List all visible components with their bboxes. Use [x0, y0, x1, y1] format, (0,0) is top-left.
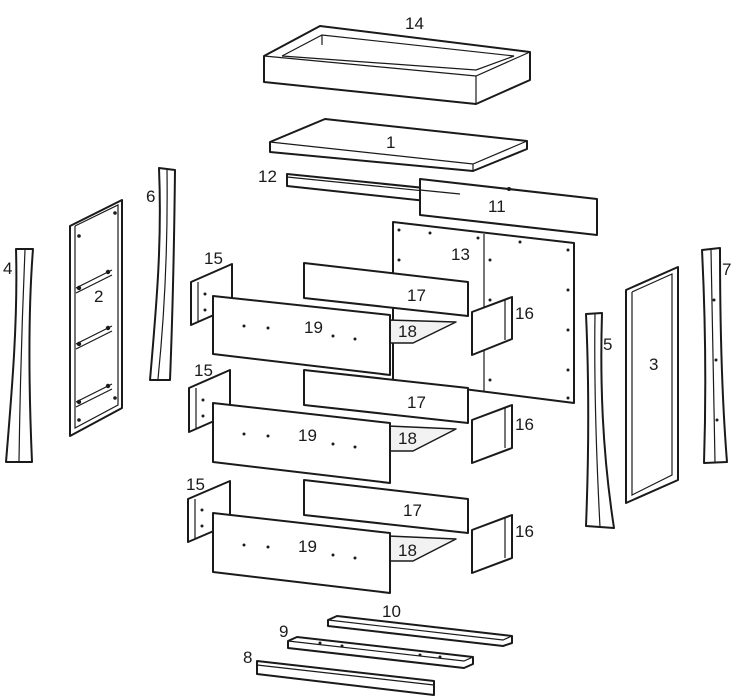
part-14-top-tray	[263, 25, 531, 105]
label-part-16: 16	[515, 522, 534, 541]
label-part-16: 16	[515, 304, 534, 323]
part-labels: 14 1 12 11 13 6 2 4 7 5 3 15 17 16 19 18…	[3, 14, 731, 667]
label-part-19: 19	[298, 537, 317, 556]
label-part-17: 17	[403, 501, 422, 520]
label-part-17: 17	[407, 286, 426, 305]
label-part-2: 2	[94, 287, 103, 306]
part-1-top-panel	[269, 118, 528, 172]
part-7-right-rear-leg	[701, 247, 728, 464]
label-part-1: 1	[386, 133, 395, 152]
part-4-left-leg	[5, 248, 34, 463]
label-part-19: 19	[304, 318, 323, 337]
part-17-drawer-back	[303, 262, 469, 317]
part-9-rail	[287, 636, 474, 669]
part-19-drawer-front	[212, 295, 391, 376]
label-part-18: 18	[398, 429, 417, 448]
part-16-drawer-side-right	[471, 514, 513, 574]
label-part-16: 16	[515, 415, 534, 434]
part-17-drawer-back	[303, 369, 469, 424]
label-part-11: 11	[488, 197, 506, 216]
part-16-drawer-side-right	[471, 404, 513, 464]
part-11-back-rail	[419, 178, 598, 236]
label-part-12: 12	[258, 167, 277, 186]
label-part-7: 7	[722, 260, 731, 279]
part-6-left-front-leg	[149, 167, 176, 381]
part-17-drawer-back	[303, 479, 469, 534]
part-19-drawer-front	[212, 402, 391, 484]
label-part-9: 9	[279, 622, 288, 641]
part-19-drawer-front	[212, 512, 391, 594]
drawer-1	[190, 262, 513, 376]
label-part-3: 3	[649, 355, 658, 374]
label-part-13: 13	[451, 245, 470, 264]
drawer-2	[188, 369, 513, 484]
label-part-6: 6	[146, 187, 155, 206]
label-part-14: 14	[405, 14, 424, 33]
label-part-10: 10	[382, 602, 401, 621]
part-8-rail	[256, 660, 435, 696]
part-10-rail	[327, 615, 513, 647]
label-part-18: 18	[398, 322, 417, 341]
label-part-8: 8	[243, 648, 252, 667]
part-16-drawer-side-right	[471, 296, 513, 356]
part-3-right-side-panel	[625, 266, 679, 504]
label-part-5: 5	[603, 335, 612, 354]
part-5-right-front-leg	[585, 312, 615, 529]
label-part-17: 17	[407, 393, 426, 412]
label-part-15: 15	[204, 249, 223, 268]
label-part-19: 19	[298, 426, 317, 445]
label-part-15: 15	[194, 361, 213, 380]
label-part-4: 4	[3, 259, 12, 278]
label-part-18: 18	[398, 541, 417, 560]
drawer-3	[187, 479, 513, 594]
label-part-15: 15	[186, 475, 205, 494]
part-2-left-side-panel	[69, 199, 123, 437]
